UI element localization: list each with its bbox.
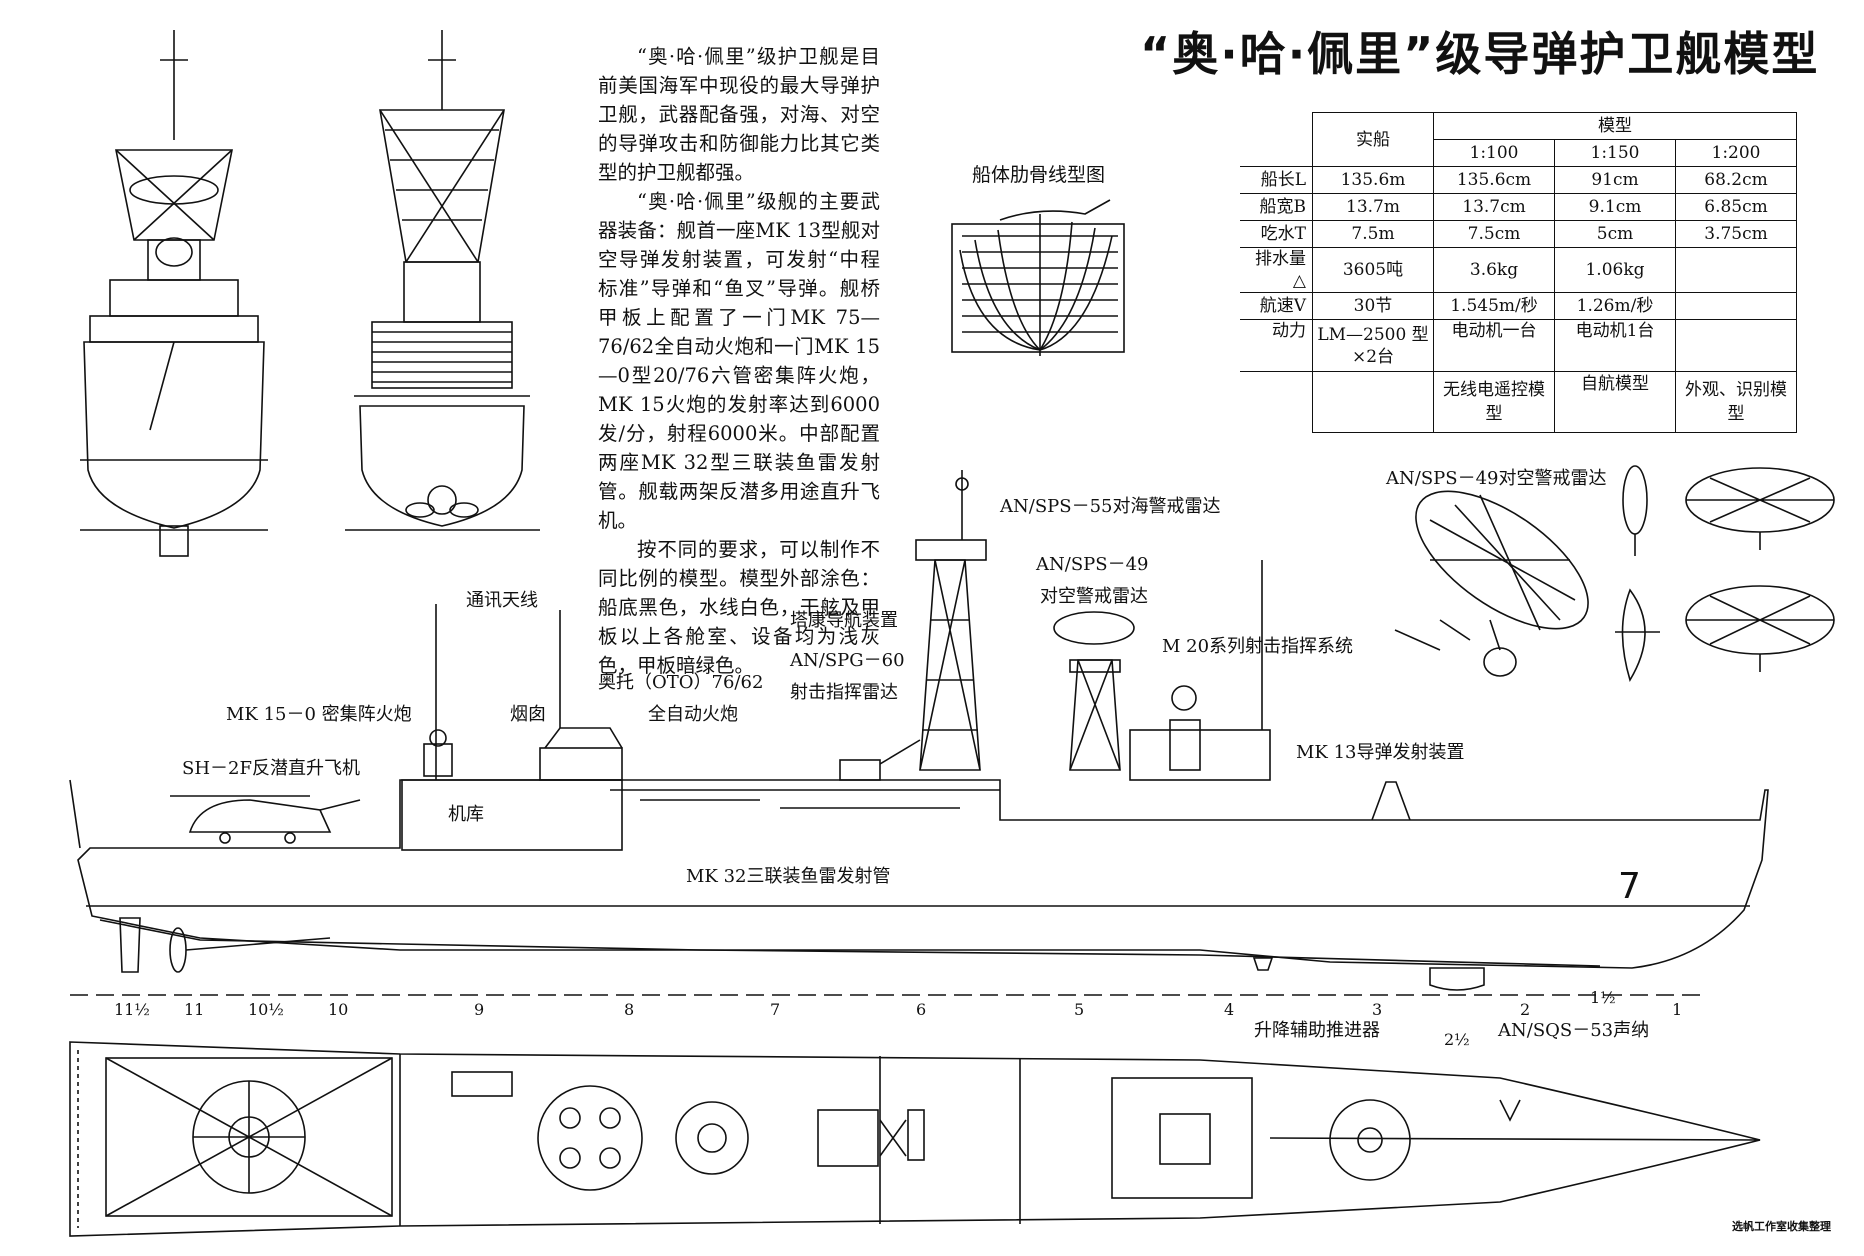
table-row: 航速V 30节 1.545m/秒 1.26m/秒	[1240, 292, 1797, 320]
cell-150: 5cm	[1554, 220, 1676, 248]
note-cell: 外观、识别模型	[1675, 371, 1797, 433]
note-cell: 自航模型	[1554, 371, 1676, 433]
cell-real: 13.7m	[1312, 193, 1434, 221]
superstructure-plan	[1111, 1077, 1253, 1199]
scale-cell: 1:200	[1675, 139, 1797, 167]
row-label: 动力	[1240, 319, 1313, 372]
header-real: 实船	[1312, 112, 1434, 167]
flight-deck	[105, 1057, 393, 1217]
cell-real: 7.5m	[1312, 220, 1434, 248]
propeller-icon	[169, 927, 187, 973]
station-label: 8	[624, 1000, 635, 1019]
cell-100: 1.545m/秒	[1433, 292, 1555, 320]
ship-plan-drawing	[69, 1041, 1761, 1237]
hull-lines-drawing	[951, 199, 1125, 356]
thruster-icon	[1252, 957, 1274, 971]
label-comm-antenna: 通讯天线	[466, 590, 538, 611]
label-sonar: AN/SQS－53声纳	[1498, 1020, 1650, 1041]
main-mast	[919, 559, 981, 771]
label-sps55: AN/SPS－55对海警戒雷达	[1000, 496, 1221, 517]
ship-profile-drawing	[69, 470, 1769, 991]
intro-text: “奥·哈·佩里”级护卫舰是目前美国海军中现役的最大导弹护卫舰，武器配备强，对海、…	[598, 42, 880, 680]
station-label: 1	[1672, 1000, 1683, 1019]
table-row: 吃水T 7.5m 7.5cm 5cm 3.75cm	[1240, 220, 1797, 248]
label-m20: M 20系列射击指挥系统	[1162, 636, 1354, 657]
station-label: 1½	[1590, 988, 1616, 1007]
label-funnel: 烟囱	[510, 704, 546, 725]
label-spg60: 射击指挥雷达	[790, 682, 898, 703]
station-label: 2	[1520, 1000, 1531, 1019]
station-label: 9	[474, 1000, 485, 1019]
note-cell: 无线电遥控模型	[1433, 371, 1555, 433]
cell-200: 3.75cm	[1675, 220, 1797, 248]
cell-real: 30节	[1312, 292, 1434, 320]
row-label: 船宽B	[1240, 193, 1313, 221]
station-label: 11	[184, 1000, 205, 1019]
station-label: 5	[1074, 1000, 1085, 1019]
cell-150: 电动机1台	[1554, 319, 1676, 372]
page-title: “奥·哈·佩里”级导弹护卫舰模型	[1140, 27, 1820, 81]
station-label: 11½	[114, 1000, 150, 1019]
hangar	[401, 779, 623, 851]
hull-lines-caption: 船体肋骨线型图	[972, 164, 1106, 186]
spec-table: 实船 模型 1:100 1:150 1:200 船长L 135.6m 135.6…	[1240, 112, 1797, 433]
scale-cell: 1:100	[1433, 139, 1555, 167]
bow-view-drawing	[80, 30, 268, 557]
radar-antenna-icon	[1053, 611, 1135, 645]
label-mk13: MK 13导弹发射装置	[1296, 742, 1465, 763]
intro-paragraph: “奥·哈·佩里”级护卫舰是目前美国海军中现役的最大导弹护卫舰，武器配备强，对海、…	[598, 45, 880, 184]
helicopter-icon	[170, 795, 361, 844]
cell-200: 6.85cm	[1675, 193, 1797, 221]
station-label: 2½	[1444, 1030, 1470, 1049]
station-label: 10	[328, 1000, 349, 1019]
label-mk15: MK 15－0 密集阵火炮	[226, 704, 412, 725]
cell-100: 7.5cm	[1433, 220, 1555, 248]
label-tacan: 塔康导航装置	[790, 610, 898, 631]
label-sps49-mid: AN/SPS－49	[1036, 554, 1149, 575]
station-label: 7	[770, 1000, 781, 1019]
credit-text: 选帆工作室收集整理	[1732, 1220, 1831, 1233]
label-thruster: 升降辅助推进器	[1254, 1020, 1380, 1041]
intro-paragraph: “奥·哈·佩里”级舰的主要武器装备：舰首一座MK 13型舰对空导弹发射装置，可发…	[598, 190, 880, 532]
label-sps49-mid: 对空警戒雷达	[1040, 586, 1148, 607]
stern-view-drawing	[345, 30, 540, 531]
station-label: 10½	[248, 1000, 284, 1019]
cell-real: 135.6m	[1312, 166, 1434, 194]
radar-antenna-icon	[129, 175, 219, 205]
label-oto-gun: 奥托（OTO）76/62	[598, 672, 764, 693]
sonar-dome	[1429, 967, 1485, 991]
radar-detail-drawings	[1394, 465, 1835, 682]
table-row: 无线电遥控模型 自航模型 外观、识别模型	[1240, 371, 1797, 433]
row-label: 排水量△	[1240, 247, 1313, 293]
label-spg60: AN/SPG－60	[790, 650, 905, 671]
cell-100: 电动机一台	[1433, 319, 1555, 372]
label-mk32: MK 32三联装鱼雷发射管	[686, 866, 891, 887]
station-label: 4	[1224, 1000, 1235, 1019]
cell-200: 68.2cm	[1675, 166, 1797, 194]
label-hangar: 机库	[448, 804, 484, 825]
rudder	[119, 917, 141, 973]
table-row: 排水量△ 3605吨 3.6kg 1.06kg	[1240, 247, 1797, 293]
table-row: 船长L 135.6m 135.6cm 91cm 68.2cm	[1240, 166, 1797, 194]
station-label: 6	[916, 1000, 927, 1019]
cell-150: 1.06kg	[1554, 247, 1676, 293]
cell-200	[1675, 319, 1797, 372]
hull-number: 7	[1618, 866, 1641, 907]
cell-150: 91cm	[1554, 166, 1676, 194]
cell-150: 1.26m/秒	[1554, 292, 1676, 320]
intro-paragraph: 按不同的要求，可以制作不同比例的模型。模型外部涂色：船底黑色，水线白色，干舷及甲…	[598, 538, 880, 677]
label-helicopter: SH－2F反潜直升飞机	[182, 758, 360, 779]
label-oto-gun: 全自动火炮	[648, 704, 738, 725]
station-label: 3	[1372, 1000, 1383, 1019]
label-sps49-top: AN/SPS－49对空警戒雷达	[1386, 468, 1607, 489]
